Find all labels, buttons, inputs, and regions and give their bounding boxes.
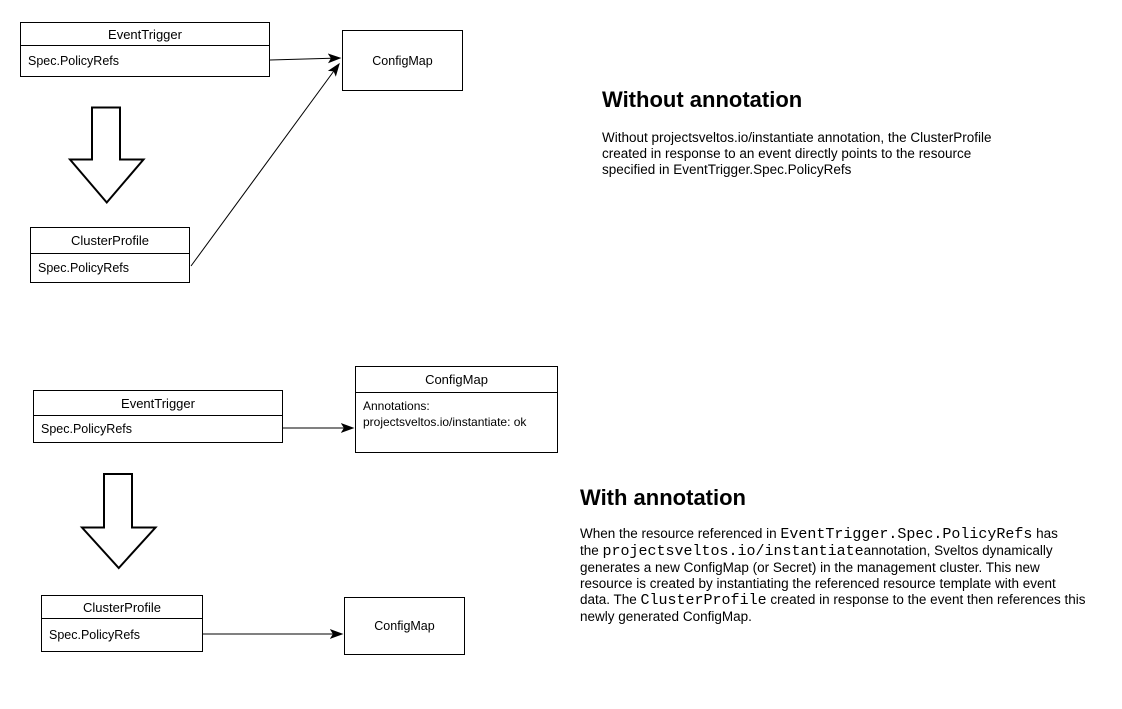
node-field: Spec.PolicyRefs	[41, 422, 133, 436]
down-arrow-icon	[67, 106, 146, 205]
node-title: ConfigMap	[374, 619, 435, 633]
with-annotation-heading: With annotation	[580, 485, 746, 510]
node-title: ClusterProfile	[31, 228, 189, 254]
node-title: EventTrigger	[34, 391, 282, 416]
node-field: Spec.PolicyRefs	[28, 53, 120, 68]
node-eventtrigger-without: EventTrigger Spec.PolicyRefs	[20, 22, 270, 77]
node-configmap-without: ConfigMap	[342, 30, 463, 91]
node-clusterprofile-without: ClusterProfile Spec.PolicyRefs	[30, 227, 190, 283]
node-title: ConfigMap	[372, 53, 433, 68]
down-arrow-icon	[79, 473, 158, 570]
node-field: Spec.PolicyRefs	[38, 261, 130, 275]
node-field: Spec.PolicyRefs	[49, 627, 141, 642]
with-annotation-paragraph: When the resource referenced in EventTri…	[580, 526, 1086, 624]
node-title: EventTrigger	[21, 23, 269, 46]
without-annotation-heading: Without annotation	[602, 87, 803, 112]
arrow-eventtrigger-to-configmap-without	[269, 58, 340, 60]
node-configmap-generated: ConfigMap	[344, 597, 465, 655]
node-title: ClusterProfile	[42, 596, 202, 619]
arrow-clusterprofile-to-configmap-without	[190, 64, 339, 267]
node-title: ConfigMap	[356, 367, 557, 393]
node-annotations-text: Annotations: projectsveltos.io/instantia…	[363, 399, 527, 429]
node-clusterprofile-with: ClusterProfile Spec.PolicyRefs	[41, 595, 203, 652]
node-eventtrigger-with: EventTrigger Spec.PolicyRefs	[33, 390, 283, 443]
without-annotation-paragraph: Without projectsveltos.io/instantiate an…	[602, 130, 992, 177]
node-configmap-annotated: ConfigMap Annotations: projectsveltos.io…	[355, 366, 558, 453]
